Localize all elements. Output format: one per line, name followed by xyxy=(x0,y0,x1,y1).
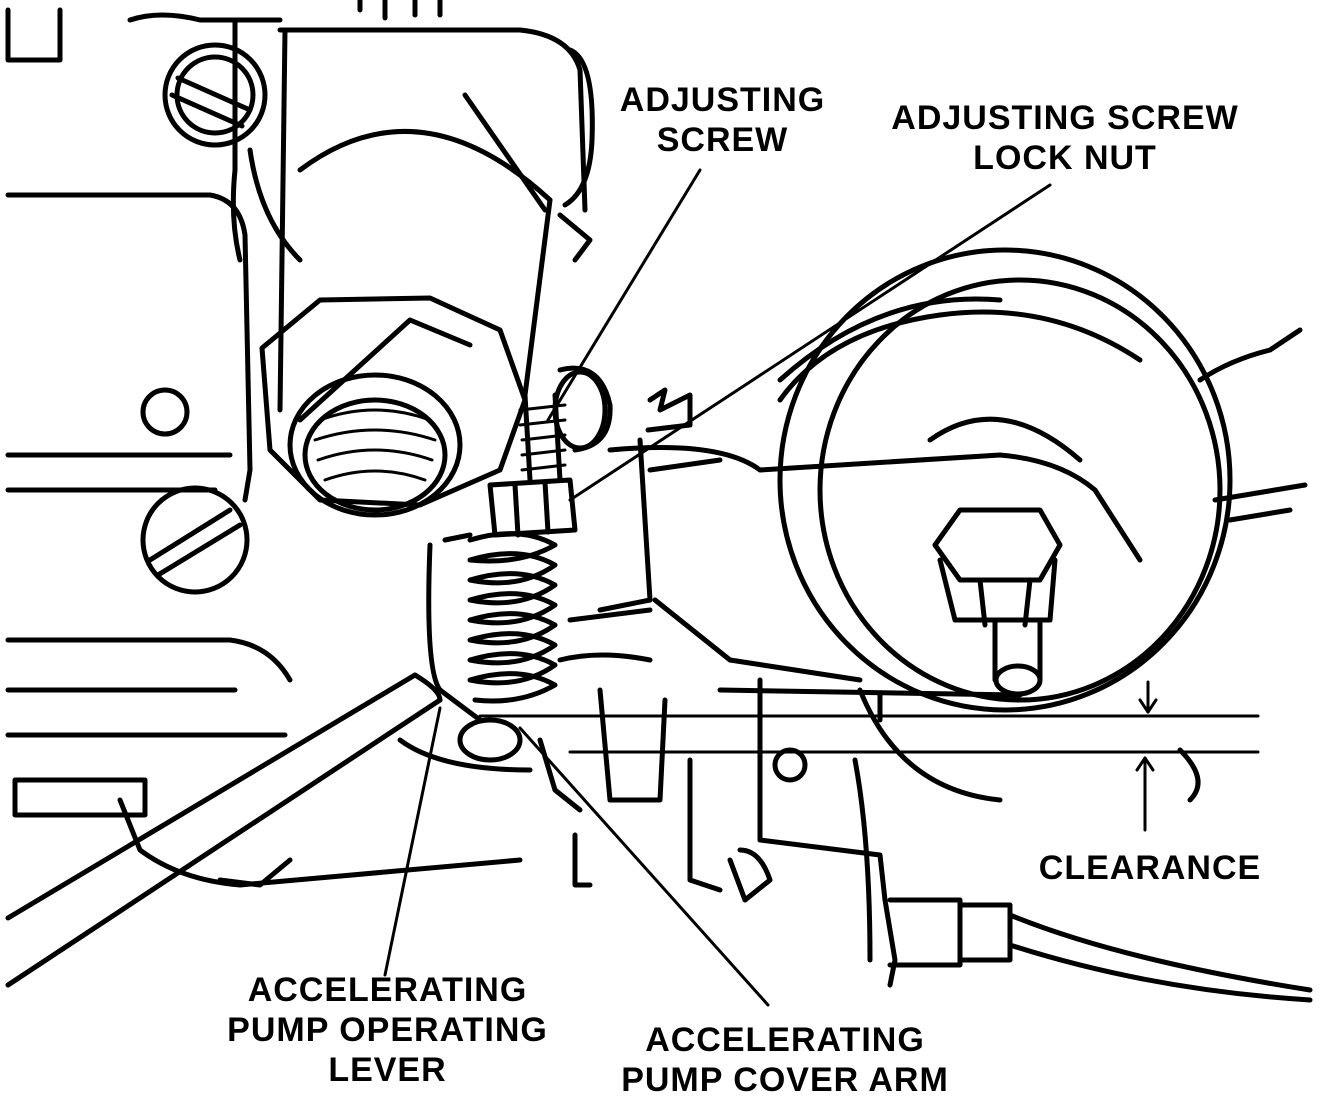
label-accelerating-pump-operating-lever: ACCELERATING PUMP OPERATING LEVER xyxy=(195,970,580,1090)
adjusting-nut-right xyxy=(932,507,1063,697)
label-line: LOCK NUT xyxy=(973,139,1157,177)
label-line: ACCELERATING xyxy=(247,971,528,1009)
label-line: ADJUSTING xyxy=(619,81,826,119)
leader-operating-lever xyxy=(383,706,442,977)
label-line: ADJUSTING SCREW xyxy=(891,99,1239,137)
label-line: PUMP COVER ARM xyxy=(621,1061,949,1098)
inlet-nut xyxy=(259,295,528,518)
pump-cover-arm xyxy=(537,387,1143,988)
label-accelerating-pump-cover-arm: ACCELERATING PUMP COVER ARM xyxy=(595,1020,975,1098)
label-line: LEVER xyxy=(328,1051,447,1089)
label-adjusting-screw-lock-nut: ADJUSTING SCREW LOCK NUT xyxy=(870,98,1260,178)
leader-lines xyxy=(383,168,1052,1007)
label-clearance: CLEARANCE xyxy=(1030,848,1270,888)
float-bowl xyxy=(777,247,1308,713)
label-line: SCREW xyxy=(656,121,789,159)
adjusting-screw-assembly xyxy=(487,365,613,538)
operating-lever xyxy=(5,532,533,988)
pump-spring xyxy=(467,531,558,704)
leader-lock-nut xyxy=(568,183,1052,502)
leader-adjusting-screw xyxy=(546,168,702,422)
bottom-fitting xyxy=(852,687,1313,1003)
leader-cover-arm xyxy=(518,726,770,1007)
label-line: CLEARANCE xyxy=(1038,849,1262,887)
fuel-inlet-housing xyxy=(247,27,595,413)
carburetor-body xyxy=(5,0,523,888)
label-line: PUMP OPERATING xyxy=(227,1011,548,1049)
top-screw xyxy=(162,42,268,148)
lower-screw xyxy=(140,485,250,595)
label-line: ACCELERATING xyxy=(645,1021,925,1059)
clearance-indicator xyxy=(478,680,1260,832)
label-adjusting-screw: ADJUSTING SCREW xyxy=(590,80,855,160)
